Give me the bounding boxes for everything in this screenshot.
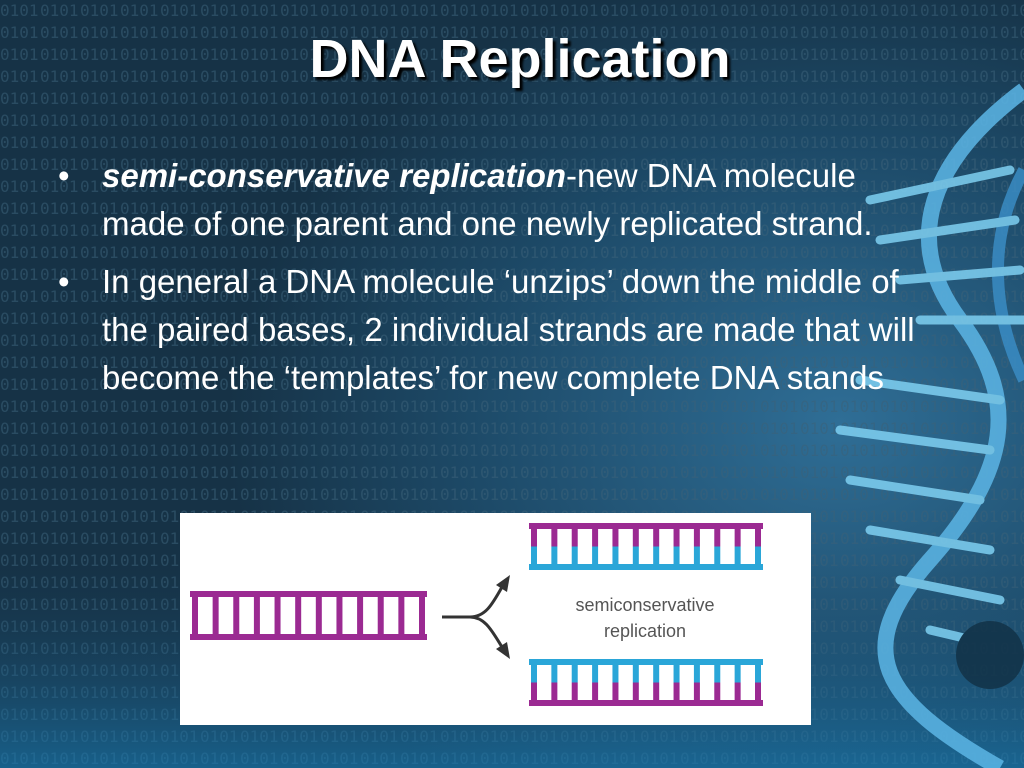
bullet-list: • semi-conservative replication-new DNA m…: [58, 152, 918, 412]
daughter-dna-2-rung: [673, 682, 680, 703]
daughter-dna-1-rung: [592, 526, 599, 547]
daughter-dna-1-rung: [673, 546, 680, 567]
parent-dna-rung: [295, 594, 302, 616]
parent-dna-rung: [419, 615, 425, 637]
daughter-dna-1-rung: [734, 526, 741, 547]
daughter-dna-1-rung: [653, 546, 660, 567]
parent-dna-rung: [336, 594, 343, 616]
figure-label-line1: semiconservative: [575, 595, 715, 615]
parent-dna-rung: [253, 615, 260, 637]
daughter-dna-2-rung: [734, 682, 741, 703]
daughter-dna-2-rung: [755, 682, 761, 703]
figure-label-line2: replication: [603, 621, 687, 641]
daughter-dna-2-rung: [673, 662, 680, 683]
daughter-dna-1-rung: [755, 526, 761, 547]
daughter-dna-2-rung: [734, 662, 741, 683]
daughter-dna-1-rung: [734, 546, 741, 567]
daughter-dna-2-rung: [551, 662, 558, 683]
parent-dna-bottom-strand: [190, 634, 427, 640]
daughter-dna-2-rung: [531, 682, 537, 703]
dna-helix-decoration: [835, 83, 1024, 768]
daughter-dna-2-rung: [571, 682, 578, 703]
parent-dna-rung: [192, 615, 198, 637]
bullet-dot: •: [58, 157, 70, 194]
parent-dna-rung: [377, 594, 384, 616]
daughter-dna-2-rung: [531, 662, 537, 683]
daughter-dna-2-rung: [714, 682, 721, 703]
arrow-up: [442, 586, 504, 619]
arrow-down: [469, 615, 504, 648]
daughter-dna-2-rung: [693, 662, 700, 683]
daughter-dna-2-bottom-strand: [529, 700, 763, 706]
daughter-dna-2-rung: [592, 682, 599, 703]
parent-dna-rung: [398, 594, 405, 616]
bullet-text: In general a DNA molecule ‘unzips’ down …: [102, 263, 915, 396]
daughter-dna-2-rung: [653, 662, 660, 683]
daughter-dna-2-rung: [714, 662, 721, 683]
parent-dna-rung: [253, 594, 260, 616]
parent-dna-top-strand: [190, 591, 427, 597]
daughter-dna-1-rung: [714, 526, 721, 547]
daughter-dna-1-top-strand: [529, 523, 763, 529]
daughter-dna-2-rung: [693, 682, 700, 703]
daughter-dna-1-rung: [755, 546, 761, 567]
daughter-dna-2-top-strand: [529, 659, 763, 665]
parent-dna-rung: [274, 615, 281, 637]
bullet-dot: •: [58, 263, 70, 300]
daughter-dna-2-rung: [632, 682, 639, 703]
parent-dna-rung: [357, 594, 364, 616]
daughter-dna-1-rung: [632, 546, 639, 567]
daughter-dna-1-rung: [673, 526, 680, 547]
daughter-dna-2-rung: [755, 662, 761, 683]
daughter-dna-2-rung: [612, 662, 619, 683]
daughter-dna-1-rung: [714, 546, 721, 567]
arrowhead-down: [496, 642, 510, 659]
parent-dna-rung: [357, 615, 364, 637]
parent-dna-rung: [336, 615, 343, 637]
parent-dna-rung: [419, 594, 425, 616]
parent-dna-rung: [192, 594, 198, 616]
daughter-dna-1-rung: [632, 526, 639, 547]
parent-dna-rung: [212, 615, 219, 637]
daughter-dna-2-rung: [653, 682, 660, 703]
parent-dna-rung: [315, 594, 322, 616]
daughter-dna-1-rung: [531, 526, 537, 547]
parent-dna-rung: [377, 615, 384, 637]
daughter-dna-2-rung: [551, 682, 558, 703]
daughter-dna-1-rung: [531, 546, 537, 567]
daughter-dna-1-rung: [551, 546, 558, 567]
daughter-dna-2-rung: [632, 662, 639, 683]
daughter-dna-2-rung: [592, 662, 599, 683]
arrowhead-up: [496, 575, 510, 592]
parent-dna-rung: [295, 615, 302, 637]
bullet-text: -new DNA molecule made of one parent and…: [102, 157, 873, 242]
daughter-dna-1-rung: [612, 546, 619, 567]
parent-dna-rung: [315, 615, 322, 637]
daughter-dna-1-rung: [693, 546, 700, 567]
daughter-dna-1-rung: [571, 546, 578, 567]
daughter-dna-2-rung: [612, 682, 619, 703]
daughter-dna-1-rung: [653, 526, 660, 547]
bullet-item: • semi-conservative replication-new DNA m…: [58, 152, 918, 248]
bullet-item: • In general a DNA molecule ‘unzips’ down…: [58, 258, 918, 402]
bullet-term: semi-conservative replication: [102, 157, 567, 194]
daughter-dna-1-rung: [571, 526, 578, 547]
replication-figure: semiconservative replication: [180, 513, 811, 725]
daughter-dna-2-rung: [571, 662, 578, 683]
parent-dna-rung: [233, 615, 240, 637]
daughter-dna-1-rung: [551, 526, 558, 547]
daughter-dna-1-bottom-strand: [529, 564, 763, 570]
daughter-dna-1-rung: [592, 546, 599, 567]
replication-diagram: [190, 523, 763, 706]
daughter-dna-1-rung: [693, 526, 700, 547]
slide-title: DNA Replication: [309, 29, 731, 89]
daughter-dna-1-rung: [612, 526, 619, 547]
parent-dna-rung: [212, 594, 219, 616]
parent-dna-rung: [274, 594, 281, 616]
parent-dna-rung: [233, 594, 240, 616]
parent-dna-rung: [398, 615, 405, 637]
